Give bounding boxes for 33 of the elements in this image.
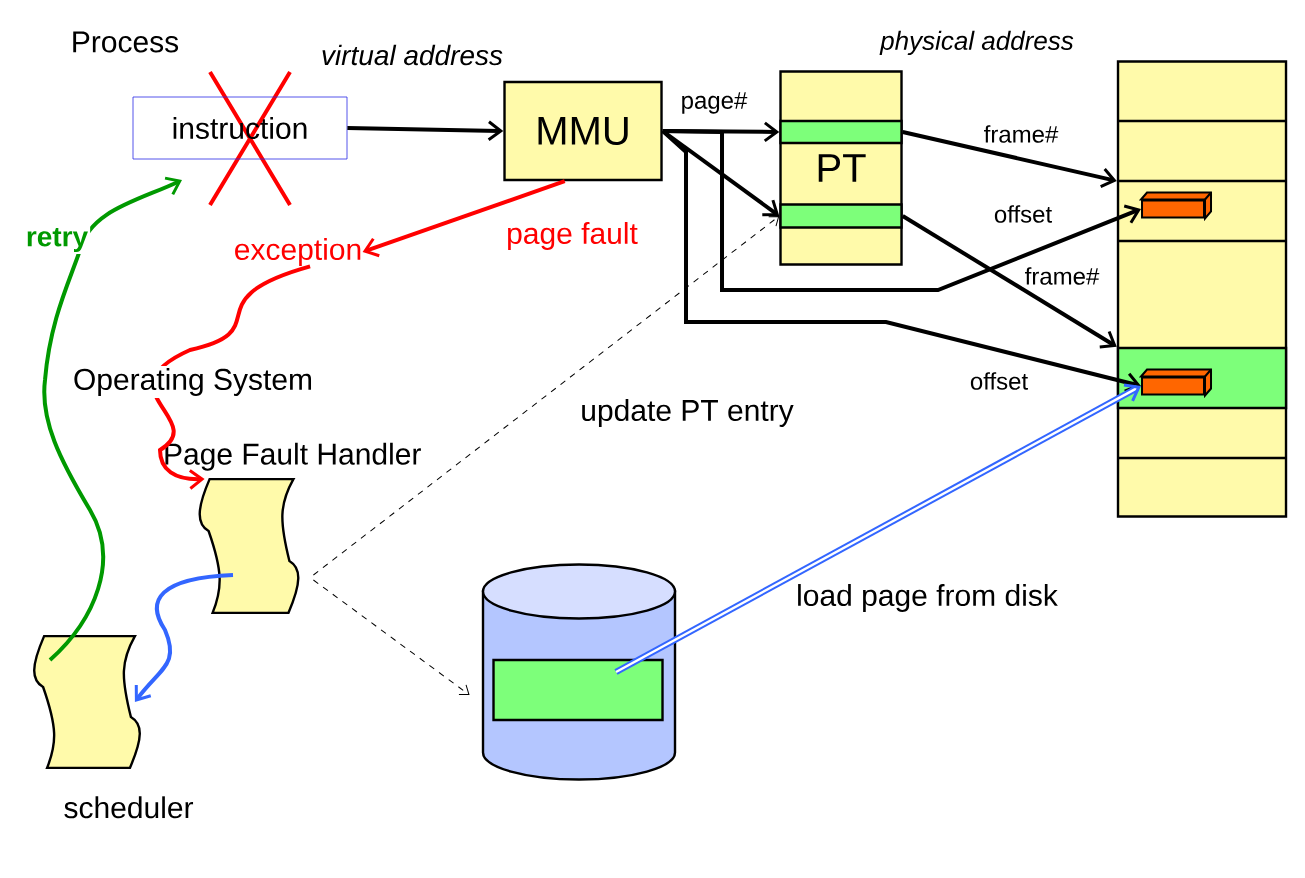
process-label: Process (68, 29, 182, 55)
arrow (661, 129, 1141, 393)
table-entry (779, 203, 903, 229)
arrow (662, 129, 1141, 292)
edge-label: update PT entry (578, 397, 796, 429)
mmu-box: MMU (503, 80, 663, 182)
arrow (614, 383, 1141, 675)
edge-label: load page from disk (794, 582, 1060, 614)
disk-block (492, 658, 664, 722)
edge-label: frame# (1022, 265, 1102, 287)
arrow (312, 216, 780, 576)
edge-label: page# (678, 90, 750, 116)
address-label: physical address (878, 28, 1076, 58)
arrow (347, 120, 504, 141)
arrow (362, 179, 566, 258)
node-label: Page Fault Handler (165, 442, 421, 471)
table-entry (779, 119, 903, 145)
handler-document: Page Fault Handler (165, 442, 421, 615)
arrow (902, 130, 1117, 188)
system-label: Operating System (70, 366, 316, 398)
edge-label: frame# (981, 123, 1061, 145)
edge-label: virtual address (318, 42, 506, 68)
edge-label: retry (23, 225, 91, 255)
edge-label: offset (967, 370, 1031, 392)
node-label: scheduler (64, 796, 194, 819)
arrow (42, 176, 182, 662)
arrow (312, 579, 470, 696)
exception-text: exception (235, 238, 361, 266)
edge-label: page fault (504, 220, 640, 252)
arrow (901, 214, 1117, 349)
scheduler-document: scheduler (33, 634, 194, 819)
arrow (134, 573, 234, 702)
edge-label: offset (991, 203, 1055, 225)
